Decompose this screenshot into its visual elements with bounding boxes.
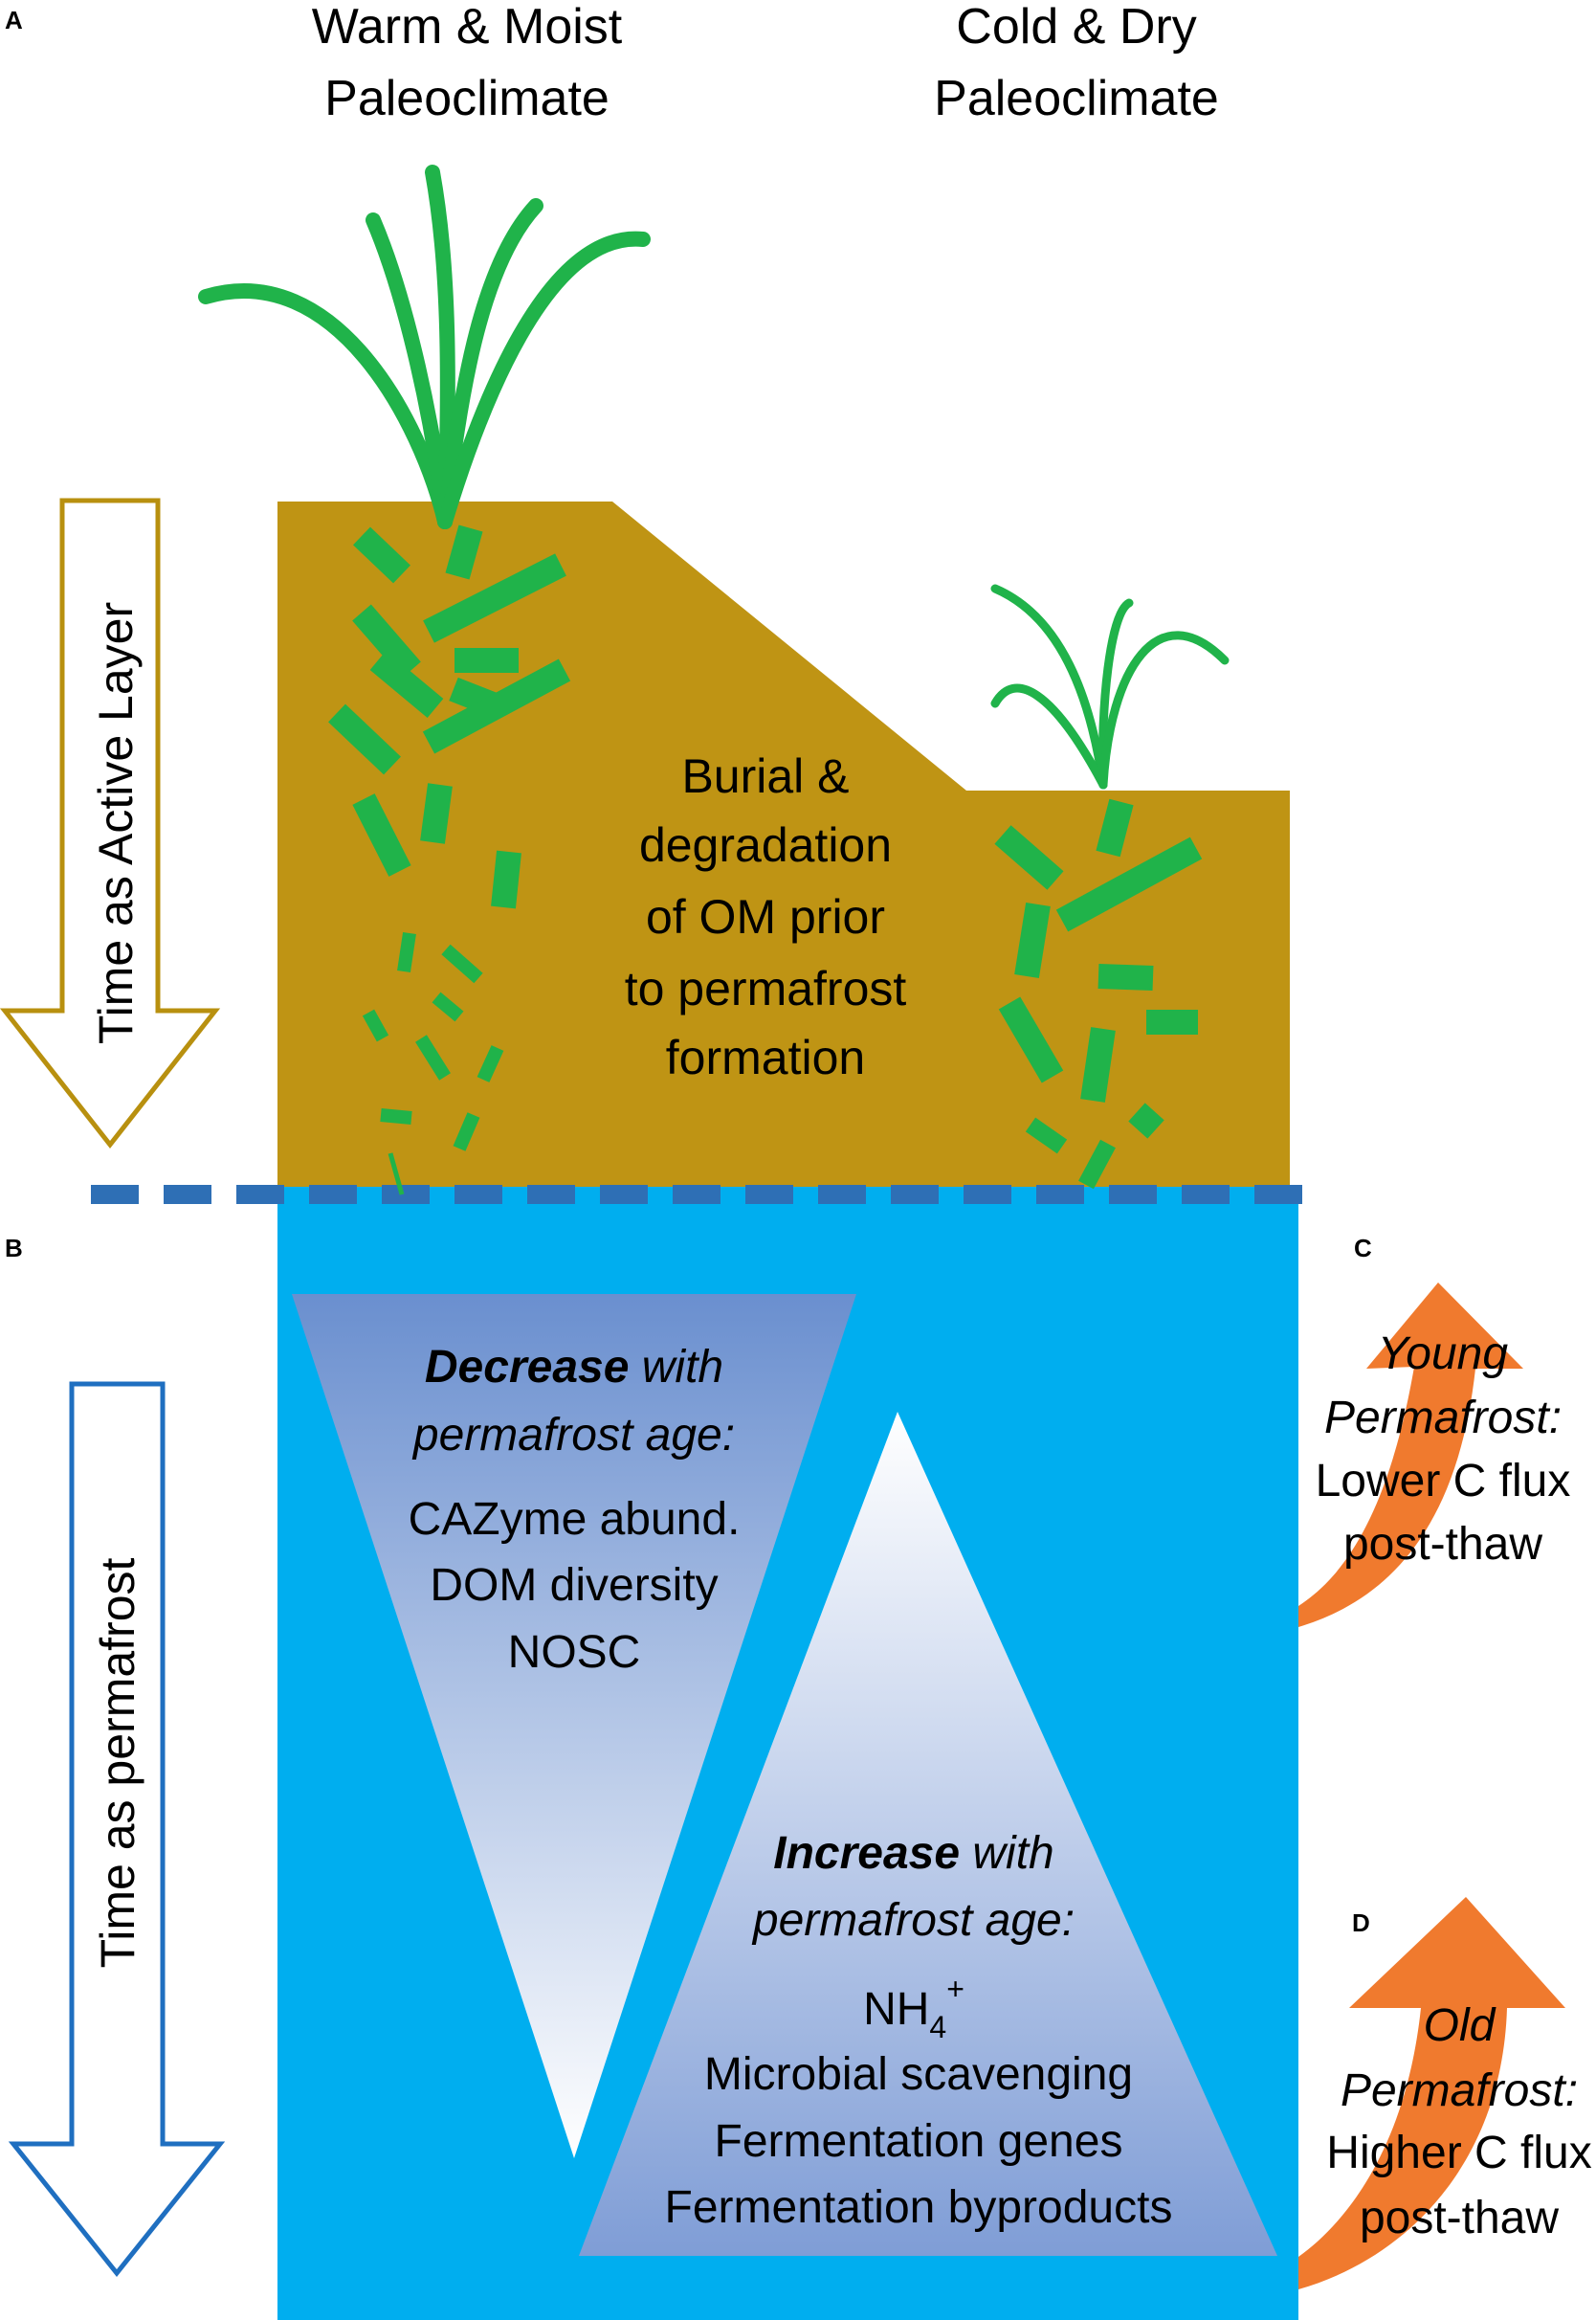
- decrease-item-cazyme: CAZyme abund.: [409, 1494, 741, 1545]
- young-flux-line4: post-thaw: [1343, 1519, 1542, 1570]
- decrease-heading-line2: permafrost age:: [411, 1410, 735, 1461]
- burial-line-4: to permafrost: [625, 962, 907, 1015]
- decrease-item-dom-diversity: DOM diversity: [430, 1560, 718, 1611]
- nh4-base: NH: [863, 1984, 929, 2035]
- increase-heading-bold: Increase: [773, 1828, 960, 1879]
- increase-item-fermentation-byproducts: Fermentation byproducts: [665, 2182, 1173, 2233]
- decrease-heading-rest: with: [629, 1342, 723, 1393]
- warm-moist-organic-fragments: [328, 524, 571, 1195]
- burial-line-1: Burial &: [681, 749, 849, 803]
- decrease-triangle: Decrease with permafrost age: CAZyme abu…: [292, 1294, 856, 2158]
- increase-heading-line2: permafrost age:: [751, 1895, 1075, 1946]
- burial-line-3: of OM prior: [646, 890, 885, 944]
- decrease-item-nosc: NOSC: [508, 1627, 641, 1678]
- increase-item-fermentation-genes: Fermentation genes: [715, 2116, 1123, 2167]
- decrease-heading-bold: Decrease: [425, 1342, 630, 1393]
- old-permafrost-flux: Old Permafrost: Higher C flux post-thaw: [1298, 1897, 1592, 2289]
- young-permafrost-flux: Young Permafrost: Lower C flux post-thaw: [1298, 1283, 1570, 1627]
- cold-dry-line2: Paleoclimate: [934, 71, 1219, 126]
- warm-moist-plant: [198, 165, 651, 529]
- old-flux-line1: Old: [1424, 2000, 1496, 2051]
- old-flux-line2: Permafrost:: [1341, 2065, 1578, 2116]
- active-layer-arrow: Time as Active Layer: [0, 498, 221, 1149]
- young-flux-line1: Young: [1378, 1328, 1508, 1379]
- increase-heading: Increase with: [773, 1828, 1054, 1879]
- permafrost-time-arrow-label: Time as permafrost: [91, 1557, 144, 1968]
- panel-label-b: B: [5, 1234, 23, 1262]
- nh4-subscript: 4: [929, 2010, 946, 2044]
- warm-moist-line1: Warm & Moist: [312, 0, 623, 55]
- cold-dry-organic-fragments: [994, 798, 1203, 1190]
- active-layer-soil: [277, 502, 1290, 1187]
- warm-moist-line2: Paleoclimate: [324, 71, 610, 126]
- increase-item-microbial-scavenging: Microbial scavenging: [704, 2049, 1133, 2100]
- panel-label-c: C: [1354, 1234, 1372, 1262]
- panel-label-a: A: [5, 6, 23, 34]
- permafrost-time-arrow: Time as permafrost: [8, 1381, 226, 2278]
- cold-dry-plant: [990, 584, 1230, 790]
- old-flux-line3: Higher C flux: [1326, 2128, 1591, 2178]
- young-flux-line3: Lower C flux: [1316, 1456, 1571, 1506]
- burial-degradation-text: Burial & degradation of OM prior to perm…: [625, 749, 907, 1084]
- old-flux-line4: post-thaw: [1360, 2193, 1559, 2243]
- cold-dry-line1: Cold & Dry: [956, 0, 1196, 55]
- increase-heading-rest: with: [960, 1828, 1054, 1879]
- burial-line-2: degradation: [639, 818, 892, 872]
- decrease-heading: Decrease with: [425, 1342, 723, 1393]
- nh4-superscript: +: [946, 1972, 964, 2006]
- burial-line-5: formation: [666, 1031, 865, 1084]
- increase-triangle: Increase with permafrost age: NH4+ Micro…: [579, 1412, 1277, 2256]
- increase-item-nh4: NH4+: [863, 1972, 964, 2044]
- active-layer-arrow-label: Time as Active Layer: [89, 602, 143, 1044]
- old-flux-arrow: [1298, 1897, 1565, 2289]
- young-flux-line2: Permafrost:: [1324, 1393, 1562, 1443]
- panel-label-d: D: [1352, 1908, 1370, 1937]
- young-flux-arrow: [1298, 1283, 1523, 1627]
